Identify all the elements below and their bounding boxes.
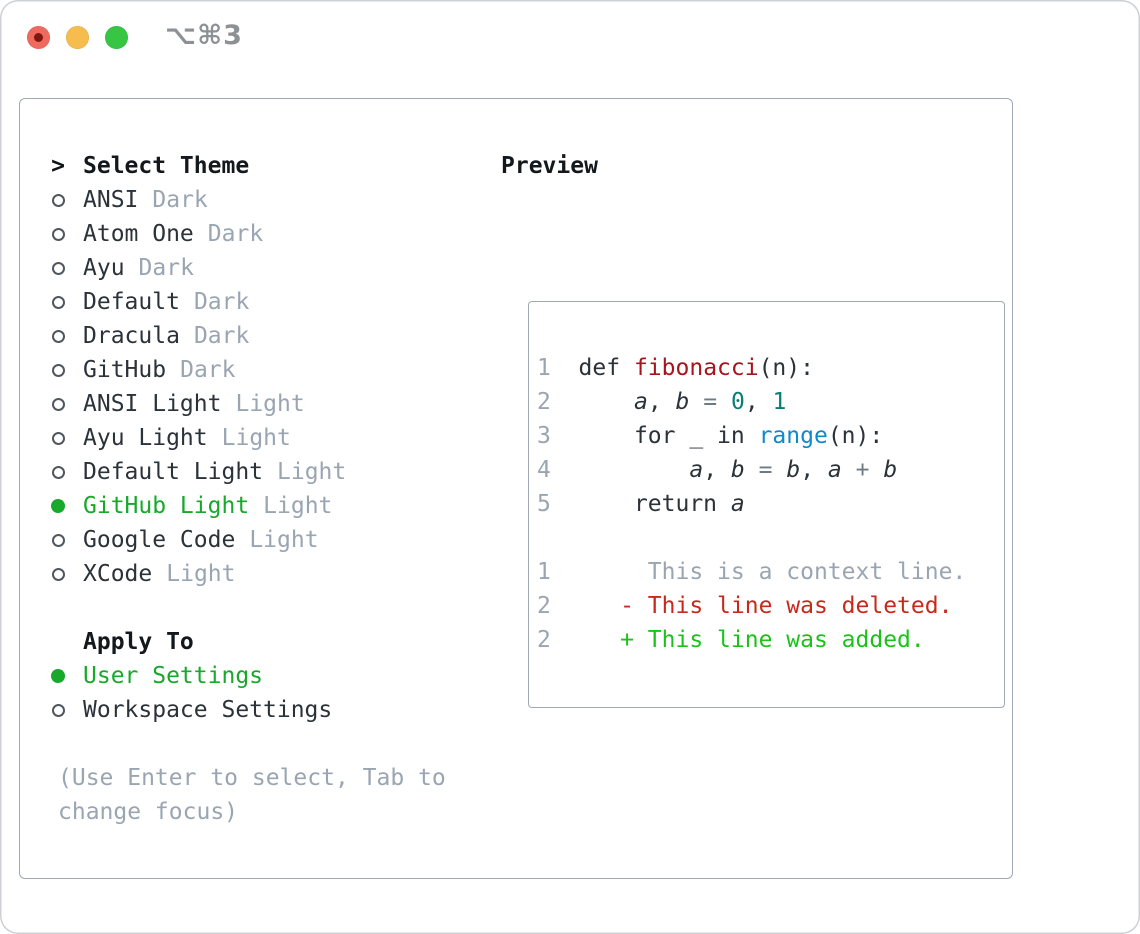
- code-line: 5 return a: [537, 491, 745, 517]
- prompt-caret-icon: >: [51, 153, 65, 179]
- option-label: Dracula: [83, 323, 180, 349]
- variant-label: Dark: [152, 187, 208, 213]
- code-line: 2 - This line was deleted.: [537, 593, 953, 619]
- code-line: 2 + This line was added.: [537, 627, 925, 653]
- variant-label: Dark: [193, 289, 250, 315]
- radio-unselected-icon: [51, 193, 65, 207]
- code-line: 1 This is a context line.: [537, 559, 967, 585]
- radio-unselected-icon: [51, 329, 65, 343]
- theme-option[interactable]: Ayu Light Light: [51, 421, 501, 455]
- option-label: Atom One: [83, 221, 194, 247]
- preview-box: 1 def fibonacci(n): 2 a, b = 0, 1 3 for _ …: [528, 301, 1005, 708]
- window-title: ⌥⌘3: [165, 20, 243, 51]
- titlebar: ⌥⌘3: [0, 0, 1140, 76]
- option-label: Workspace Settings: [83, 697, 333, 723]
- option-label: Ayu: [83, 255, 125, 281]
- apply-to-header: Apply To: [83, 629, 194, 655]
- option-label: Ayu Light: [83, 425, 208, 451]
- theme-option[interactable]: XCode Light: [51, 557, 501, 591]
- code-line: 4 a, b = b, a + b: [537, 457, 898, 483]
- theme-option[interactable]: ANSI Light Light: [51, 387, 501, 421]
- variant-label: Dark: [138, 255, 194, 281]
- option-label: GitHub Light: [83, 493, 250, 519]
- unsaved-dot-icon: [34, 33, 43, 42]
- radio-unselected-icon: [51, 567, 65, 581]
- radio-unselected-icon: [51, 295, 65, 309]
- theme-option[interactable]: GitHub Dark: [51, 353, 501, 387]
- theme-option[interactable]: GitHub Light Light: [51, 489, 501, 523]
- code-line: [537, 521, 966, 555]
- apply-option[interactable]: User Settings: [51, 659, 501, 693]
- theme-option[interactable]: Default Dark: [51, 285, 501, 319]
- radio-unselected-icon: [51, 465, 65, 479]
- option-label: ANSI Light: [83, 391, 222, 417]
- variant-label: Light: [221, 425, 291, 451]
- radio-unselected-icon: [51, 431, 65, 445]
- theme-option[interactable]: Google Code Light: [51, 523, 501, 557]
- code-line: 1 def fibonacci(n):: [537, 355, 814, 381]
- option-label: User Settings: [83, 663, 264, 689]
- variant-label: Dark: [207, 221, 264, 247]
- variant-label: Light: [277, 459, 347, 485]
- apply-option[interactable]: Workspace Settings: [51, 693, 501, 727]
- radio-unselected-icon: [51, 397, 65, 411]
- theme-option[interactable]: Atom One Dark: [51, 217, 501, 251]
- variant-label: Light: [249, 527, 319, 553]
- option-label: Default Light: [83, 459, 264, 485]
- select-theme-header: Select Theme: [83, 153, 250, 179]
- spacer: [51, 591, 501, 625]
- variant-label: Light: [235, 391, 305, 417]
- radio-unselected-icon: [51, 533, 65, 547]
- minimize-button[interactable]: [66, 26, 89, 49]
- theme-option[interactable]: Default Light Light: [51, 455, 501, 489]
- option-label: XCode: [83, 561, 153, 587]
- option-label: Default: [83, 289, 180, 315]
- traffic-lights: [27, 26, 128, 49]
- code-line: 2 a, b = 0, 1: [537, 389, 787, 415]
- option-label: Google Code: [83, 527, 236, 553]
- radio-selected-icon: [51, 499, 65, 513]
- option-label: GitHub: [83, 357, 167, 383]
- theme-option[interactable]: Dracula Dark: [51, 319, 501, 353]
- radio-selected-icon: [51, 669, 65, 683]
- code-line: 3 for _ in range(n):: [537, 423, 884, 449]
- select-theme-header-row: > Select Theme: [51, 149, 501, 183]
- maximize-button[interactable]: [105, 26, 128, 49]
- variant-label: Dark: [180, 357, 236, 383]
- theme-option[interactable]: ANSI Dark: [51, 183, 501, 217]
- close-button[interactable]: [27, 26, 50, 49]
- variant-label: Light: [166, 561, 236, 587]
- variant-label: Light: [263, 493, 333, 519]
- help-text: (Use Enter to select, Tab to change focu…: [58, 765, 446, 825]
- radio-unselected-icon: [51, 227, 65, 241]
- variant-label: Dark: [193, 323, 250, 349]
- preview-column: Preview: [501, 149, 1001, 183]
- radio-unselected-icon: [51, 703, 65, 717]
- preview-header-row: Preview: [501, 149, 1001, 183]
- code-preview: 1 def fibonacci(n): 2 a, b = 0, 1 3 for _ …: [537, 351, 966, 657]
- radio-unselected-icon: [51, 261, 65, 275]
- theme-option[interactable]: Ayu Dark: [51, 251, 501, 285]
- option-label: ANSI: [83, 187, 139, 213]
- radio-unselected-icon: [51, 363, 65, 377]
- preview-header: Preview: [501, 153, 598, 179]
- apply-to-header-row: Apply To: [51, 625, 501, 659]
